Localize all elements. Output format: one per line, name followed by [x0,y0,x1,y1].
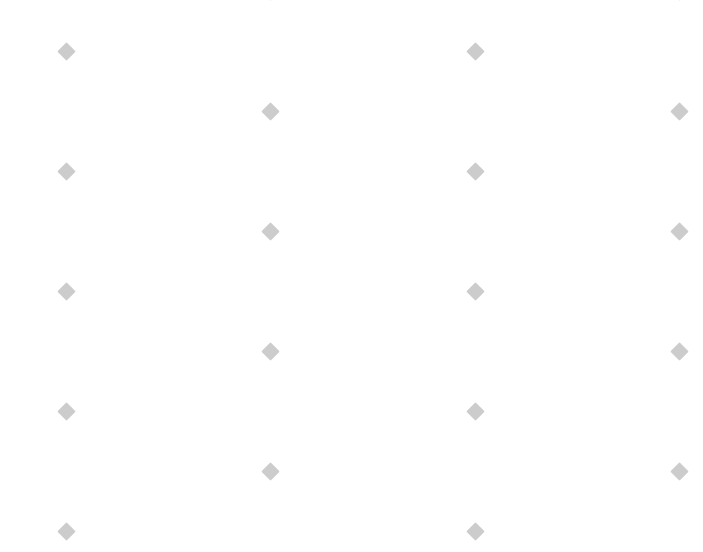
diamond-icon [260,461,280,481]
diamond-icon [56,521,76,541]
diamond-icon [465,281,485,301]
diamond-icon [260,221,280,241]
diamond-icon [260,341,280,361]
diamond-icon [465,161,485,181]
diamond-icon [465,401,485,421]
diamond-icon [465,521,485,541]
diamond-icon [56,401,76,421]
diamond-icon [56,281,76,301]
diamond-icon [56,161,76,181]
diamond-icon [669,341,689,361]
diamond-icon [669,101,689,121]
diamond-icon [260,101,280,121]
diamond-icon [56,41,76,61]
diamond-icon [669,221,689,241]
diamond-icon [669,461,689,481]
diamond-icon [465,41,485,61]
